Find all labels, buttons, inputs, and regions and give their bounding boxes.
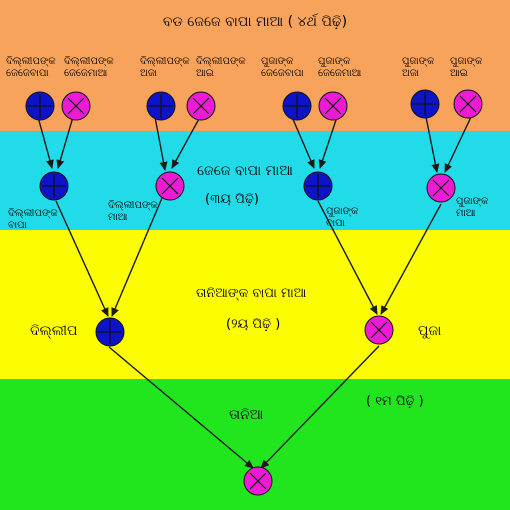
connector-arrow bbox=[291, 116, 315, 169]
child-name-tania: ତାନିଆ bbox=[229, 407, 264, 423]
generation-2-title: ତାନିଆଙ୍କ ବାପା ମାଆ bbox=[196, 286, 307, 301]
connector-arrow bbox=[108, 346, 254, 469]
male-icon bbox=[146, 91, 176, 121]
grandparent-2-label: ଦିଲ୍ଲୀପଙ୍କ ମାଆ bbox=[108, 200, 158, 223]
connector-arrow bbox=[380, 203, 442, 315]
generation-2-number: (୨ୟ ପିଢ଼ି ) bbox=[226, 317, 281, 332]
great-grandparent-4-label: ଦିଲ୍ଲୀପଙ୍କ ଆଇ bbox=[196, 56, 246, 79]
male-icon bbox=[410, 89, 440, 119]
male-icon bbox=[39, 171, 69, 201]
grandparent-1-label: ଦିଲ୍ଲୀପଙ୍କ ବାପା bbox=[8, 208, 58, 231]
generation-3-title: ଜେଜେ ବାପା ମାଆ bbox=[197, 163, 293, 179]
great-grandparent-3-label: ଦିଲ୍ଲୀପଙ୍କ ଅଜା bbox=[140, 56, 190, 79]
generation-1-number: ( ୧ମ ପିଢ଼ି ) bbox=[366, 394, 424, 409]
connector-arrow bbox=[260, 345, 380, 469]
connector-arrow bbox=[425, 116, 440, 173]
great-grandparent-1-label: ଦିଲ୍ଲୀପଙ୍କ ଜେଜେବାପା bbox=[6, 56, 56, 79]
parent-name-dilip: ଦିଲ୍ଲୀପ bbox=[30, 323, 78, 339]
connector-arrow bbox=[318, 116, 338, 169]
generation-2-band bbox=[0, 230, 510, 379]
connector-arrow bbox=[154, 116, 168, 171]
male-icon bbox=[25, 91, 55, 121]
connector-arrow bbox=[317, 200, 378, 315]
male-icon bbox=[282, 91, 312, 121]
parent-name-puja: ପୁଜା bbox=[418, 323, 442, 339]
female-icon bbox=[186, 91, 216, 121]
connector-arrow bbox=[171, 116, 201, 169]
male-icon bbox=[95, 317, 125, 347]
female-icon bbox=[155, 171, 185, 201]
connector-arrow bbox=[37, 116, 54, 169]
female-icon bbox=[453, 89, 483, 119]
female-icon bbox=[61, 91, 91, 121]
great-grandparent-8-label: ପୁଜାଙ୍କ ଆଇ bbox=[450, 56, 483, 79]
connector-arrow bbox=[56, 116, 74, 169]
generation-4-title: ବଡ ଜେଜେ ବାପା ମାଆ ( ୪ର୍ଥ ପିଢ଼ି) bbox=[162, 14, 348, 30]
great-grandparent-2-label: ଦିଲ୍ଲୀପଙ୍କ ଜେଜେମାଆ bbox=[64, 56, 114, 79]
female-icon bbox=[243, 466, 273, 496]
female-icon bbox=[318, 91, 348, 121]
great-grandparent-7-label: ପୁଜାଙ୍କ ଅଜା bbox=[402, 56, 435, 79]
grandparent-3-label: ପୁଜାଙ୍କ ବାପା bbox=[326, 206, 359, 229]
generation-3-number: (୩ୟ ପିଢ଼ି) bbox=[205, 192, 259, 207]
great-grandparent-6-label: ପୁଜାଙ୍କ ଜେଜେମାଆ bbox=[318, 56, 362, 79]
female-icon bbox=[426, 173, 456, 203]
connector-arrow bbox=[444, 116, 472, 173]
male-icon bbox=[303, 171, 333, 201]
connector-arrow bbox=[111, 197, 163, 317]
grandparent-4-label: ପୁଜାଙ୍କ ମାଆ bbox=[456, 196, 489, 219]
female-icon bbox=[364, 315, 394, 345]
connector-arrow bbox=[55, 200, 109, 317]
generation-3-band bbox=[0, 131, 510, 230]
great-grandparent-5-label: ପୁଜାଙ୍କ ଜେଜେବାପା bbox=[261, 56, 304, 79]
